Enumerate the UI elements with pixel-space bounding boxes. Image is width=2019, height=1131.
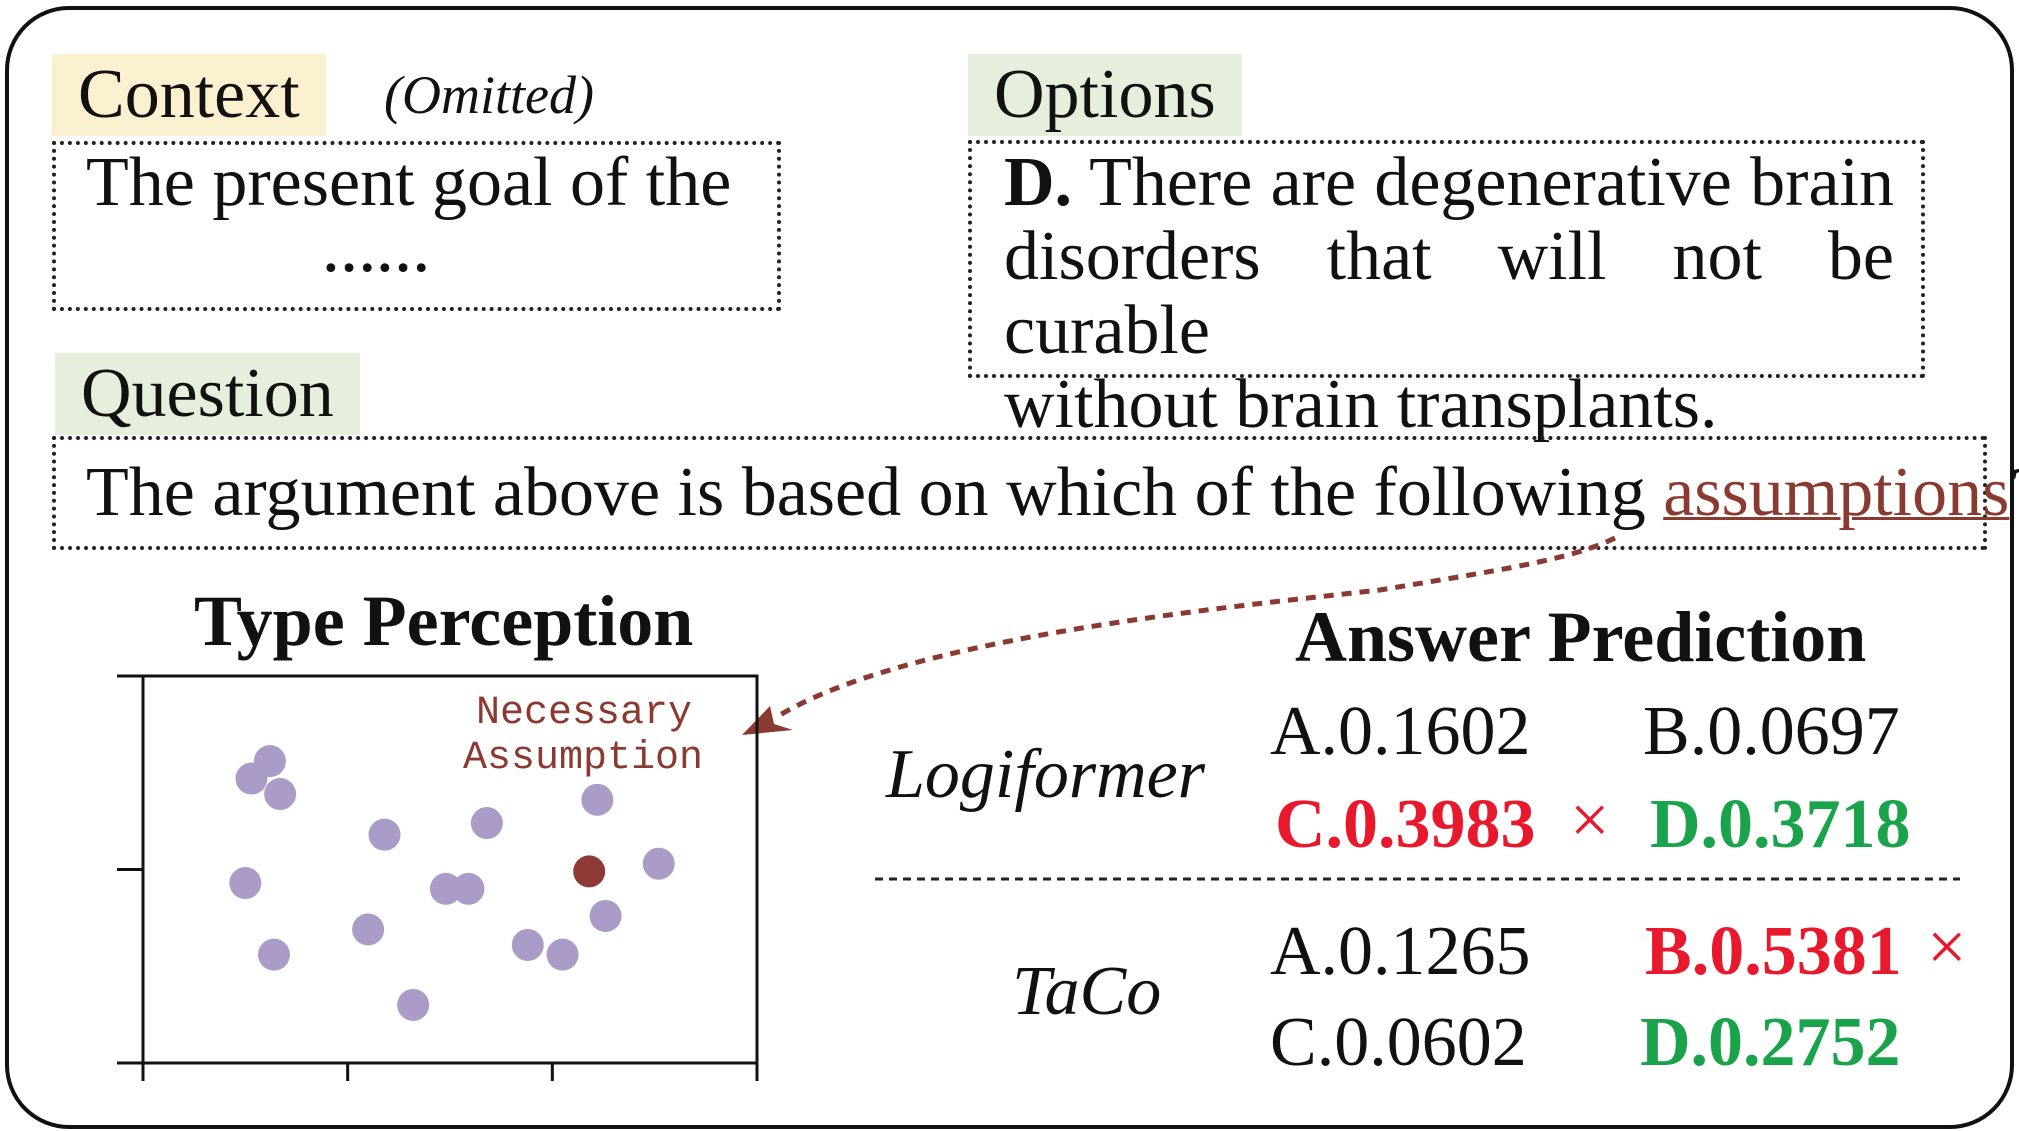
option-d-text: D. There are degenerative brain disorder… [1004,146,1894,442]
context-box [52,141,781,311]
option-d-line2: disorders that will not be curable [1004,218,1894,369]
scatter-point-10 [470,807,503,840]
figure-frame [5,6,2014,1129]
scatter-point-5 [368,818,401,851]
context-omitted-note: (Omitted) [384,65,594,125]
context-label: Context [52,54,326,136]
annotation-necessary: Necessary [476,691,693,736]
scatter-point-8 [429,872,462,905]
option-d-letter: D. [1004,144,1073,221]
scatter-point-13 [581,783,614,816]
logiformer-c: C.0.3983 [1275,786,1536,863]
option-d-line1: There are degenerative brain [1089,144,1894,221]
context-ellipsis: …… [322,223,430,283]
taco-a: A.0.1265 [1270,913,1531,990]
option-d-line3: without brain transplants. [1004,366,1718,443]
scatter-point-9 [452,872,485,905]
prediction-divider [875,877,1960,881]
taco-d: D.0.2752 [1640,1004,1901,1081]
scatter-point-3 [229,867,262,900]
scatter-point-14 [589,899,622,932]
logiformer-a: A.0.1602 [1270,693,1531,770]
type-perception-title: Type Perception [194,581,694,661]
logiformer-c-cross: × [1570,782,1610,859]
logiformer-name: Logiformer [886,736,1205,813]
scatter-point-6 [352,913,385,946]
scatter-point-4 [257,938,290,971]
scatter-point-2 [264,778,297,811]
taco-b-cross: × [1927,909,1967,986]
logiformer-d: D.0.3718 [1650,786,1911,863]
question-box [52,436,1987,550]
context-text: The present goal of the [86,144,732,221]
annotation-assumption: Assumption [463,736,704,781]
scatter-point-12 [546,938,579,971]
logiformer-b: B.0.0697 [1643,693,1900,770]
taco-c: C.0.0602 [1270,1004,1527,1081]
question-keyword: assumptions [1663,454,2010,531]
scatter-point-15 [642,847,675,880]
scatter-point-1 [235,762,268,795]
question-text-main: The argument above is based on which of … [86,454,1664,531]
scatter-point-11 [511,928,544,961]
taco-b: B.0.5381 [1645,913,1902,990]
answer-prediction-title: Answer Prediction [1295,597,1867,677]
taco-name: TaCo [1012,953,1162,1030]
scatter-point-7 [397,988,430,1021]
question-text: The argument above is based on which of … [86,456,2019,530]
question-mark: ? [2009,454,2019,531]
options-box [968,140,1925,378]
question-label: Question [55,353,360,435]
highlight-point-0 [573,855,606,888]
options-label: Options [968,54,1242,136]
